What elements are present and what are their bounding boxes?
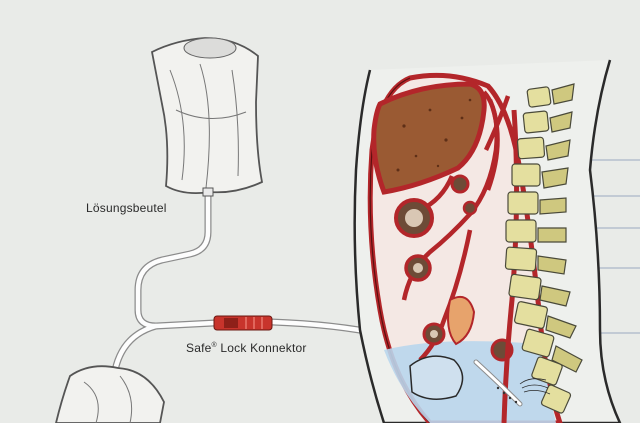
spine (504, 83, 583, 414)
safe-lock-connector (213, 315, 273, 331)
solution-bag (150, 37, 264, 197)
drain-bag (55, 365, 165, 423)
registered-mark: ® (211, 342, 217, 349)
solution-bag-label: Lösungsbeutel (86, 201, 167, 215)
connector-label-suffix: Lock Konnektor (216, 341, 307, 355)
connector-label-prefix: Safe (186, 341, 212, 355)
organ-sections (394, 174, 514, 362)
connector-label: Safe® Lock Konnektor (186, 341, 307, 355)
body-cross-section (353, 59, 622, 423)
